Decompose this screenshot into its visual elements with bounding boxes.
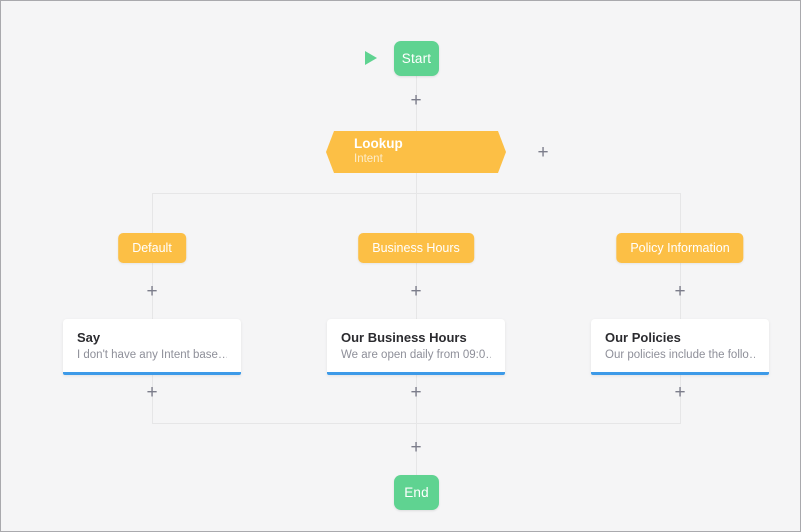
connector-pill-to-card-policy-information: [680, 263, 681, 319]
add-beside-lookup-icon[interactable]: +: [537, 142, 549, 163]
connector-card-to-mergebar-business-hours: [416, 370, 417, 423]
message-card-default[interactable]: Say I don't have any Intent base…: [63, 319, 241, 375]
lookup-node-subtitle: Intent: [354, 153, 383, 165]
connector-pill-to-card-default: [152, 263, 153, 319]
branch-pill-business-hours[interactable]: Business Hours: [358, 233, 474, 263]
connector-start-to-lookup: [416, 76, 417, 131]
connector-branchbar-to-pill-policy-information: [680, 193, 681, 233]
branch-pill-policy-information[interactable]: Policy Information: [616, 233, 744, 263]
message-card-business-hours[interactable]: Our Business Hours We are open daily fro…: [327, 319, 505, 375]
add-below-card-business-hours-icon[interactable]: +: [410, 382, 422, 403]
connector-card-to-mergebar-default: [152, 370, 153, 423]
branch-pill-default[interactable]: Default: [118, 233, 186, 263]
lookup-node-title: Lookup: [354, 136, 403, 151]
add-before-end-icon[interactable]: +: [410, 437, 422, 458]
message-card-body: We are open daily from 09:0…: [341, 349, 491, 361]
message-card-policy-information[interactable]: Our Policies Our policies include the fo…: [591, 319, 769, 375]
connector-pill-to-card-business-hours: [416, 263, 417, 319]
start-node[interactable]: Start: [394, 41, 439, 76]
message-card-title: Say: [77, 330, 101, 345]
add-after-start-icon[interactable]: +: [410, 90, 422, 111]
connector-lookup-to-branchbar: [416, 173, 417, 194]
lookup-intent-node[interactable]: Lookup Intent: [326, 131, 506, 173]
connector-branchbar-to-pill-default: [152, 193, 153, 233]
play-icon: [365, 51, 377, 65]
end-node[interactable]: End: [394, 475, 439, 510]
connector-mergebar-to-end: [416, 423, 417, 475]
message-card-body: Our policies include the follo…: [605, 349, 755, 361]
connector-branchbar-to-pill-business-hours: [416, 193, 417, 233]
message-card-body: I don't have any Intent base…: [77, 349, 227, 361]
add-above-card-business-hours-icon[interactable]: +: [410, 281, 422, 302]
message-card-title: Our Business Hours: [341, 330, 467, 345]
add-above-card-policy-information-icon[interactable]: +: [674, 281, 686, 302]
add-above-card-default-icon[interactable]: +: [146, 281, 158, 302]
message-card-title: Our Policies: [605, 330, 681, 345]
connector-card-to-mergebar-policy-information: [680, 370, 681, 423]
add-below-card-default-icon[interactable]: +: [146, 382, 158, 403]
add-below-card-policy-information-icon[interactable]: +: [674, 382, 686, 403]
